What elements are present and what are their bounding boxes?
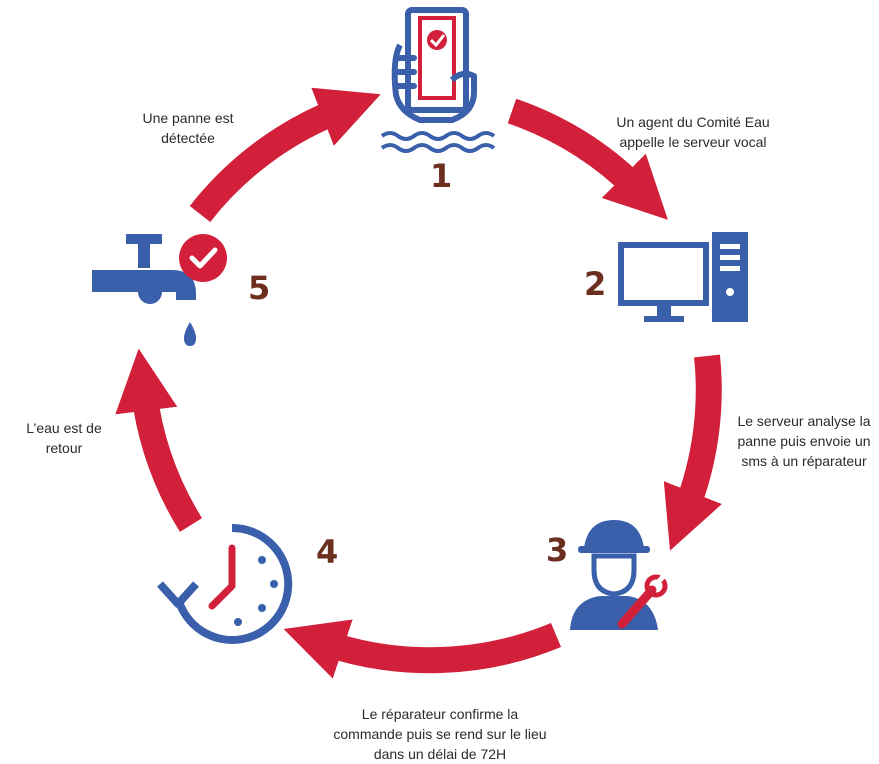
arrow-3-to-4 [283, 619, 561, 679]
caption-line: L’eau est de [26, 420, 102, 436]
arrow-1-to-2 [507, 98, 668, 220]
desktop-computer-icon [618, 232, 748, 322]
step-4-caption: L’eau est de retour [12, 418, 116, 458]
caption-line: Une panne est [142, 110, 234, 126]
step-number-4: 4 [316, 533, 339, 571]
step-number-1: 1 [430, 157, 453, 195]
caption-line: Un agent du Comité Eau [616, 114, 770, 130]
step-number-3: 3 [546, 531, 569, 569]
arrow-4-to-5 [115, 348, 203, 532]
step-1-caption: Un agent du Comité Eau appelle le serveu… [598, 112, 788, 152]
caption-line: retour [45, 440, 83, 456]
step-3-caption: Le réparateur confirme la commande puis … [300, 704, 580, 764]
arrow-2-to-3 [663, 354, 722, 551]
water-tap-check-icon [92, 234, 227, 346]
step-2-caption: Le serveur analyse la panne puis envoie … [730, 411, 878, 471]
step-number-2: 2 [584, 265, 607, 303]
caption-line: détectée [161, 130, 215, 146]
phone-in-hand-icon [380, 7, 496, 153]
caption-line: appelle le serveur vocal [619, 134, 767, 150]
caption-line: commande puis se rend sur le lieu [333, 726, 547, 742]
caption-line: panne puis envoie un [737, 433, 871, 449]
caption-line: Le serveur analyse la [737, 413, 871, 429]
step-5-caption: Une panne est détectée [128, 108, 248, 148]
caption-line: Le réparateur confirme la [361, 706, 519, 722]
caption-line: sms à un réparateur [741, 453, 867, 469]
repairman-with-wrench-icon [570, 520, 668, 630]
step-number-5: 5 [248, 269, 271, 307]
clock-refresh-icon [157, 523, 293, 644]
arrow-5-to-1 [189, 87, 381, 223]
caption-line: dans un délai de 72H [373, 746, 507, 762]
